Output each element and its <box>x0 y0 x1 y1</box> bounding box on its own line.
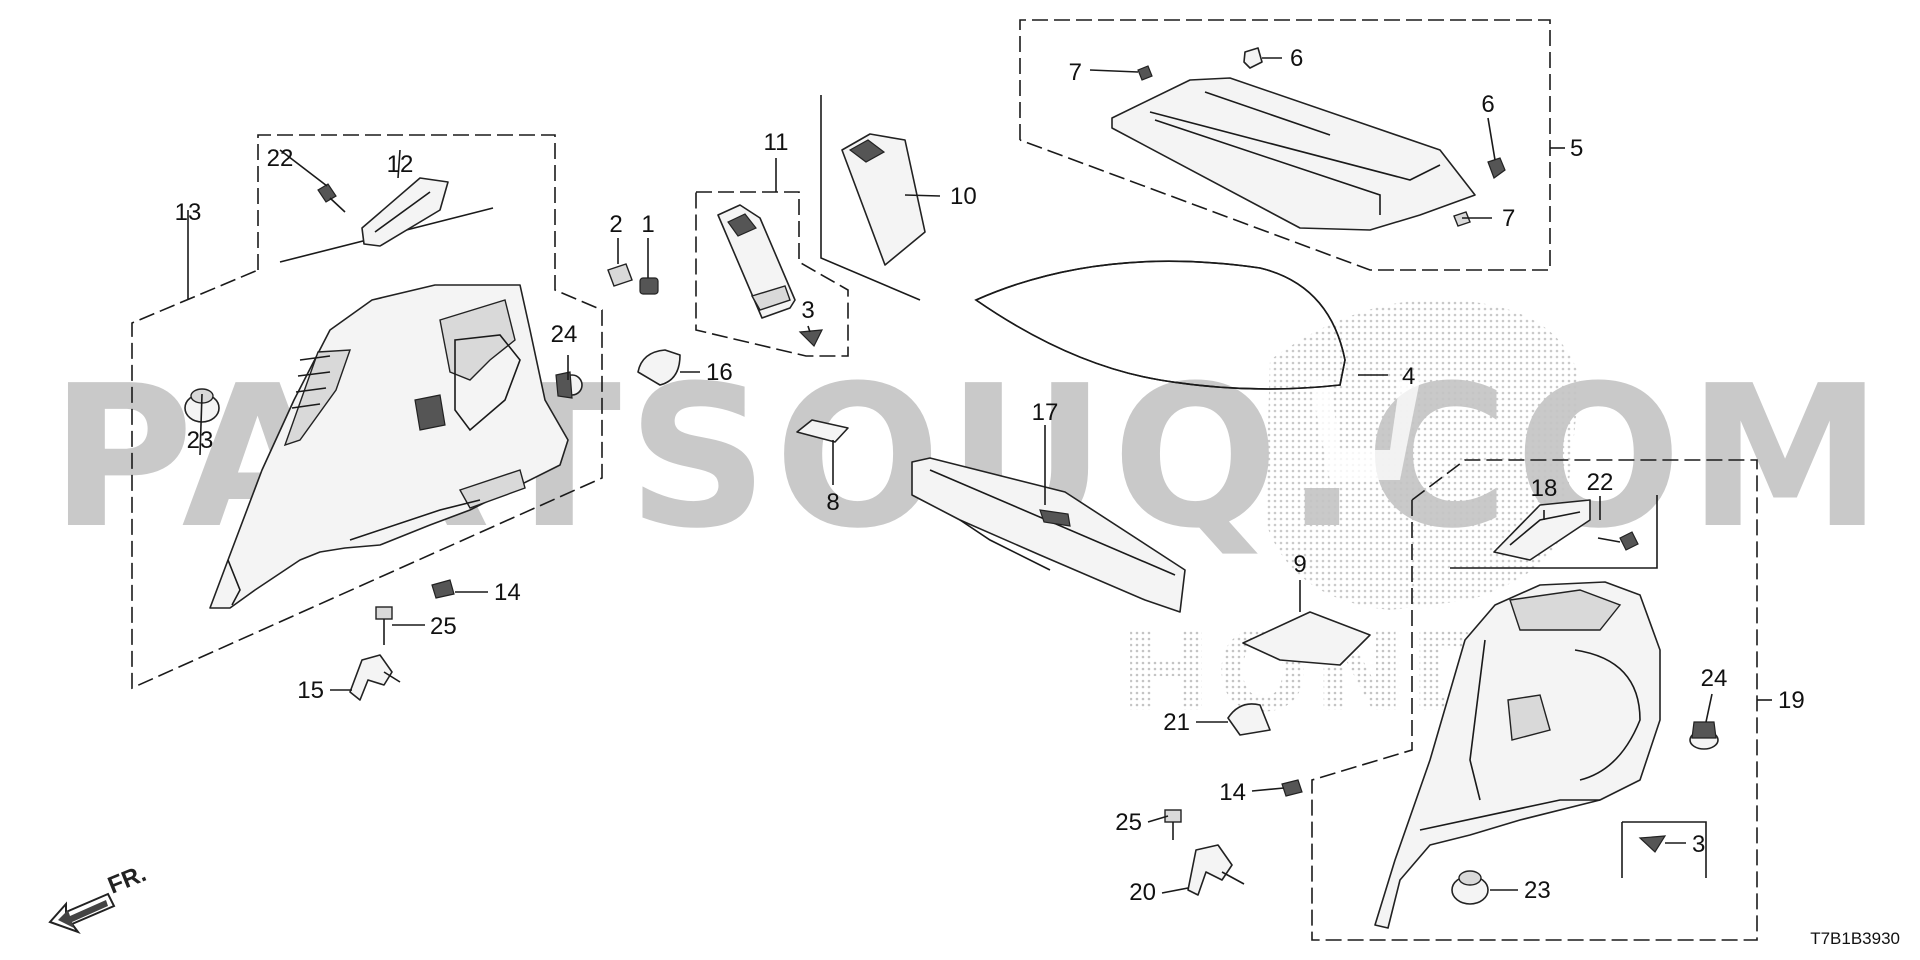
part-3-clip-right <box>1621 821 1707 878</box>
callout-9: 9 <box>1293 551 1306 578</box>
group-13-bracket <box>131 134 603 690</box>
callout-3-right: 3 <box>1692 831 1705 858</box>
callout-1: 1 <box>641 211 654 238</box>
part-15-bracket <box>349 654 401 701</box>
callout-8: 8 <box>826 489 839 516</box>
part-6-clip-right <box>1487 157 1506 179</box>
callout-10: 10 <box>950 183 977 210</box>
diagram-code: T7B1B3930 <box>1810 929 1900 948</box>
callout-24-right: 24 <box>1701 665 1728 692</box>
group-18-bracket <box>1450 495 1658 569</box>
part-10-trim-panel <box>841 133 926 266</box>
callout-17: 17 <box>1032 399 1059 426</box>
part-12-garnish <box>279 177 494 263</box>
part-24-clip-right <box>1689 721 1719 750</box>
part-9-cover <box>1242 611 1371 666</box>
callout-22-left: 22 <box>267 145 294 172</box>
part-19-side-trim <box>1374 581 1661 929</box>
callout-6-right: 6 <box>1481 91 1494 118</box>
part-7-clip-top <box>1137 65 1153 81</box>
callout-7-top: 7 <box>1069 59 1082 86</box>
callout-24-left: 24 <box>551 321 578 348</box>
callout-25-right: 25 <box>1115 809 1142 836</box>
callout-14-right: 14 <box>1219 779 1246 806</box>
part-11-panel-cover <box>717 204 796 319</box>
part-18-garnish <box>1493 499 1591 561</box>
part-22-screw-left <box>317 183 346 213</box>
callout-2: 2 <box>609 211 622 238</box>
group-19-bracket <box>1311 459 1758 941</box>
front-label: FR. <box>104 860 150 900</box>
part-14-clip-right <box>1281 779 1303 797</box>
part-20-bracket <box>1187 844 1245 896</box>
callout-23-right: 23 <box>1524 877 1551 904</box>
callout-20: 20 <box>1129 879 1156 906</box>
leader-lines <box>199 57 1713 894</box>
part-5-shelf <box>1111 77 1476 231</box>
part-17-rear-panel <box>911 457 1186 613</box>
callout-21: 21 <box>1163 709 1190 736</box>
callout-14-left: 14 <box>494 579 521 606</box>
callout-18: 18 <box>1531 475 1558 502</box>
callout-13: 13 <box>175 199 202 226</box>
honda-logo-watermark <box>1265 299 1580 610</box>
callout-4: 4 <box>1402 363 1415 390</box>
part-25-bolt-right <box>1164 809 1182 840</box>
part-3-clip-top <box>798 329 824 348</box>
callout-12: 12 <box>387 151 414 178</box>
callout-23-left: 23 <box>187 427 214 454</box>
part-13-side-trim <box>209 284 569 609</box>
callout-5: 5 <box>1570 135 1583 162</box>
callout-19: 19 <box>1778 687 1805 714</box>
group-10-bracket <box>820 95 921 301</box>
callout-3-top: 3 <box>801 297 814 324</box>
callout-15: 15 <box>297 677 324 704</box>
callout-22-right: 22 <box>1587 469 1614 496</box>
group-11-bracket <box>695 191 849 357</box>
front-direction-indicator: FR. <box>48 860 150 935</box>
callout-labels: 1 2 3 4 5 6 6 7 7 8 9 10 11 12 13 14 14 … <box>175 45 1805 906</box>
callout-16: 16 <box>706 359 733 386</box>
part-1-cap <box>639 277 659 295</box>
part-8-light <box>796 419 849 443</box>
part-14-clip-left <box>431 579 455 599</box>
part-23-clip-right <box>1451 870 1489 905</box>
callout-6-top: 6 <box>1290 45 1303 72</box>
part-25-bolt-left <box>375 606 393 645</box>
part-7-clip-right <box>1453 211 1471 227</box>
part-22-screw-right <box>1597 531 1639 551</box>
callout-11: 11 <box>764 129 789 156</box>
part-4-seal <box>974 260 1346 390</box>
part-6-clip-top <box>1243 47 1263 69</box>
callout-25-left: 25 <box>430 613 457 640</box>
part-21-hook <box>1227 703 1271 736</box>
callout-7-right: 7 <box>1502 205 1515 232</box>
part-2-fastener <box>607 263 633 287</box>
part-16-cap <box>637 349 681 386</box>
group-5-bracket <box>1019 19 1551 271</box>
